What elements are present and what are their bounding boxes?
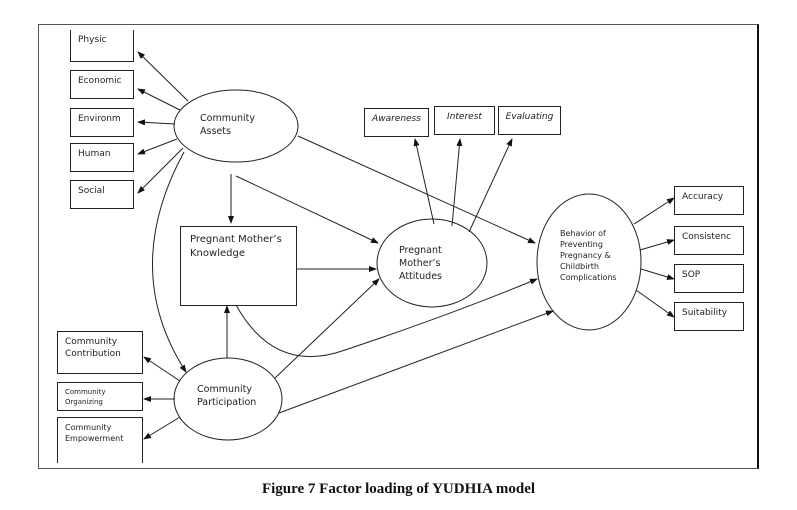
indicator-environm: Environm (70, 108, 134, 137)
indicator-human: Human (70, 143, 134, 172)
arrow-behavior-accuracy (633, 197, 675, 225)
indicator-label: Human (78, 149, 111, 159)
indicator-economic: Economic (70, 70, 134, 99)
indicator-label-line: Organizing (65, 398, 103, 406)
behavior-ellipse (536, 193, 642, 331)
arrow-attitudes-awareness (413, 138, 435, 225)
arrow-assets-attitudes (235, 175, 379, 244)
arrow-behavior-sop (640, 268, 675, 280)
arrow-knowledge-behavior (235, 278, 538, 358)
indicator-label: SOP (682, 270, 701, 280)
arrow-assets-environm (137, 119, 176, 126)
arrow-participation-behavior (278, 310, 554, 414)
indicator-evaluating: Evaluating (498, 106, 561, 135)
indicator-label: Awareness (372, 114, 421, 124)
label-line: Assets (200, 126, 231, 137)
arrow-assets-physic (137, 51, 189, 102)
indicator-label-line: Contribution (65, 349, 121, 359)
label-line: Pregnancy & (560, 251, 611, 260)
indicator-label-line: Community (65, 423, 112, 432)
indicator-label: Physic (78, 35, 107, 45)
attitudes-ellipse (376, 218, 488, 308)
indicator-label: Accuracy (682, 192, 724, 202)
indicator-label-line: Community (65, 388, 106, 396)
figure-caption: Figure 7 Factor loading of YUDHIA model (261, 481, 536, 497)
indicator-label: Evaluating (505, 112, 554, 122)
indicator-label-line: Community (65, 337, 118, 347)
label-line: Attitudes (399, 271, 442, 282)
indicator-label: Social (78, 186, 105, 196)
knowledge-label-line: Knowledge (190, 248, 245, 259)
arrow-participation-attitudes (274, 278, 380, 379)
indicator-interest: Interest (434, 106, 495, 135)
indicator-label: Environm (78, 114, 121, 124)
arrow-behavior-consistenc (639, 239, 675, 251)
indicator-label: Consistenc (682, 232, 732, 242)
arrow-assets-behavior (297, 135, 536, 244)
arrow-assets-participation (152, 151, 187, 373)
arrow-participation-empowerment (143, 416, 181, 440)
label-line: Complications (560, 273, 617, 282)
diagram-frame (38, 24, 759, 469)
label-line: Behavior of (560, 229, 606, 238)
indicator-consistenc: Consistenc (674, 226, 744, 255)
indicator-label: Interest (447, 112, 482, 122)
indicator-awareness: Awareness (364, 108, 429, 137)
arrow-assets-human (137, 138, 178, 155)
indicator-label: Suitability (682, 308, 728, 318)
label-line: Pregnant (399, 245, 442, 256)
knowledge-label-line: Pregnant Mother’s (190, 234, 282, 245)
arrow-behavior-suitability (635, 289, 675, 318)
indicator-suitability: Suitability (674, 302, 744, 331)
community-assets-ellipse (173, 89, 299, 163)
indicator-accuracy: Accuracy (674, 186, 744, 215)
label-line: Community (197, 384, 252, 395)
label-line: Preventing (560, 240, 603, 249)
label-line: Participation (197, 397, 257, 408)
arrow-participation-contribution (143, 356, 181, 382)
indicator-physic: Physic (70, 30, 134, 62)
arrow-attitudes-evaluating (468, 138, 513, 233)
arrow-assets-social (137, 147, 184, 194)
indicator-label: Economic (78, 76, 122, 86)
indicator-label-line: Empowerment (65, 434, 124, 443)
label-line: Childbirth (560, 262, 599, 271)
arrow-attitudes-interest (451, 138, 463, 227)
indicator-sop: SOP (674, 264, 744, 293)
indicator-social: Social (70, 180, 134, 209)
label-line: Community (200, 113, 255, 124)
label-line: Mother’s (399, 258, 441, 269)
arrow-assets-economic (137, 88, 181, 111)
